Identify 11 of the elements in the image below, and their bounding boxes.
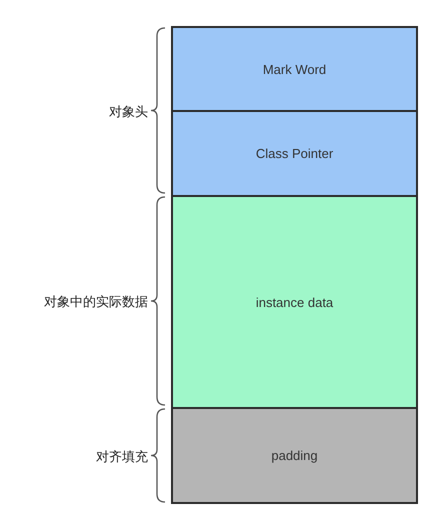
memory-block xyxy=(171,110,418,197)
block-label: padding xyxy=(271,448,318,463)
section-label: 对象中的实际数据 xyxy=(44,293,148,311)
section-label: 对齐填充 xyxy=(96,448,148,466)
block-label: Class Pointer xyxy=(256,146,334,161)
block-label: instance data xyxy=(256,294,334,310)
section-label: 对象头 xyxy=(109,102,148,120)
memory-block xyxy=(171,195,418,409)
memory-block xyxy=(171,407,418,504)
block-label: Mark Word xyxy=(262,62,326,76)
memory-block xyxy=(171,26,418,112)
